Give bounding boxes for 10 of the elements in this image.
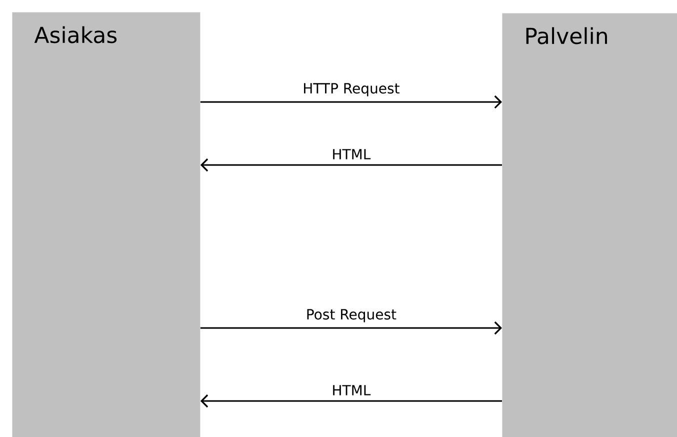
arrow bbox=[200, 158, 502, 172]
participant-box: Palvelin bbox=[502, 13, 677, 437]
edge-label: HTTP Request bbox=[301, 82, 402, 98]
edge-label: Post Request bbox=[304, 308, 398, 324]
arrow bbox=[200, 95, 502, 109]
participant-box: Asiakas bbox=[12, 12, 200, 437]
arrow bbox=[200, 321, 502, 335]
edge-label: HTML bbox=[330, 148, 372, 161]
arrow bbox=[200, 394, 502, 408]
edge-label: HTML bbox=[330, 384, 372, 397]
